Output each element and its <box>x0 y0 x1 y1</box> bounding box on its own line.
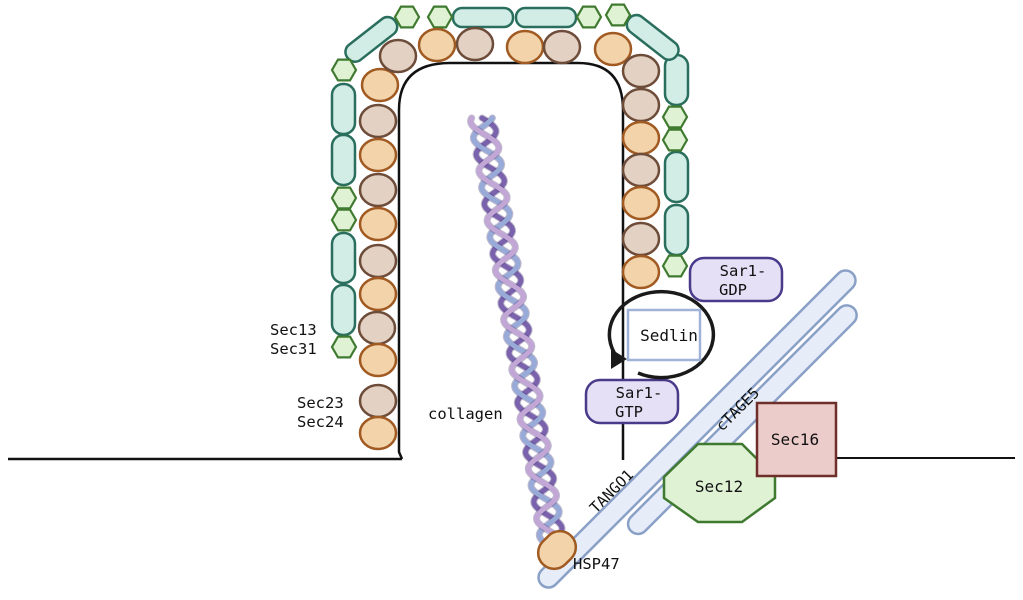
sec23-subunit <box>358 172 398 208</box>
sec16-shape <box>755 401 838 478</box>
sec24-subunit <box>417 27 457 63</box>
label-sar1-gdp-line2: GDP <box>719 281 747 299</box>
sec23-subunit <box>358 383 398 419</box>
cycle-arrow <box>607 289 716 380</box>
sec13-hexagon <box>393 5 421 29</box>
label-collagen: collagen <box>428 405 503 423</box>
sec13-hexagon <box>604 3 632 27</box>
sec12-shape <box>662 442 777 524</box>
sec13-hexagon <box>330 335 358 359</box>
sec31-rod <box>330 231 357 285</box>
sec24-subunit <box>360 67 400 103</box>
sec24-subunit <box>358 342 398 378</box>
label-sedlin: Sedlin <box>640 326 698 345</box>
sec13-hexagon <box>661 128 689 152</box>
label-sec24: Sec24 <box>297 413 344 431</box>
sar1-gtp-pill <box>584 378 680 425</box>
sec24-subunit <box>358 276 398 312</box>
sec13-hexagon <box>426 5 454 29</box>
sec31-rods <box>330 6 690 337</box>
sec31-rod <box>625 13 680 61</box>
sec31-rod <box>663 150 690 204</box>
label-sar1-gtp-line2: GTP <box>615 403 643 421</box>
sec31-rod <box>330 133 357 187</box>
sec13-hexagon <box>330 58 358 82</box>
sec31-rod <box>330 82 357 136</box>
sec13-hexagons <box>330 3 689 359</box>
sec13-hexagon <box>330 208 358 232</box>
sec23-subunit <box>378 38 418 74</box>
sec31-rod <box>514 6 578 29</box>
collagen-triple-helix <box>467 114 566 544</box>
sec24-subunit <box>593 31 633 67</box>
label-sec31: Sec31 <box>270 340 317 358</box>
sec13-hexagon <box>661 105 689 129</box>
label-sec23: Sec23 <box>297 394 344 412</box>
sec23-subunit <box>542 29 582 65</box>
sec23-subunit <box>358 243 398 279</box>
sar1-gdp-pill <box>688 256 784 303</box>
hsp47-shape <box>536 529 578 571</box>
tango1-bar <box>537 269 857 589</box>
sec23-subunit <box>358 103 398 139</box>
sec23-sec24-layer <box>357 26 661 451</box>
sec13-hexagon <box>661 254 689 278</box>
sec24-subunit <box>621 254 661 290</box>
cycle-arrowhead-icon <box>611 349 627 369</box>
sec13-hexagon <box>575 5 603 29</box>
sec23-subunit <box>357 310 397 346</box>
sec31-rod <box>663 203 690 257</box>
sec24-subunit <box>358 137 398 173</box>
sec24-subunit <box>358 415 398 451</box>
sedlin-box <box>626 308 702 362</box>
sec31-rod <box>663 53 690 107</box>
sec31-rod <box>344 15 399 63</box>
label-hsp47: HSP47 <box>573 555 620 573</box>
sec13-hexagon <box>330 186 358 210</box>
sec23-subunit <box>621 221 661 257</box>
sec23-subunit <box>455 26 495 62</box>
membrane-bud <box>397 61 625 460</box>
sec23-subunit <box>621 53 661 89</box>
sec23-subunit <box>621 87 661 123</box>
label-sec13: Sec13 <box>270 321 317 339</box>
sec24-subunit <box>621 120 661 156</box>
label-sar1-gtp-line1: Sar1- <box>616 384 663 402</box>
label-sec12: Sec12 <box>695 477 743 496</box>
sec24-subunit <box>505 29 545 65</box>
collagen-strand <box>468 115 565 543</box>
label-sar1-gdp-line1: Sar1- <box>720 262 767 280</box>
label-sec16: Sec16 <box>771 430 819 449</box>
sec24-subunit <box>621 185 661 221</box>
sec31-rod <box>330 283 357 337</box>
sec31-rod <box>451 6 515 29</box>
sec23-subunit <box>621 152 661 188</box>
sec24-subunit <box>358 206 398 242</box>
